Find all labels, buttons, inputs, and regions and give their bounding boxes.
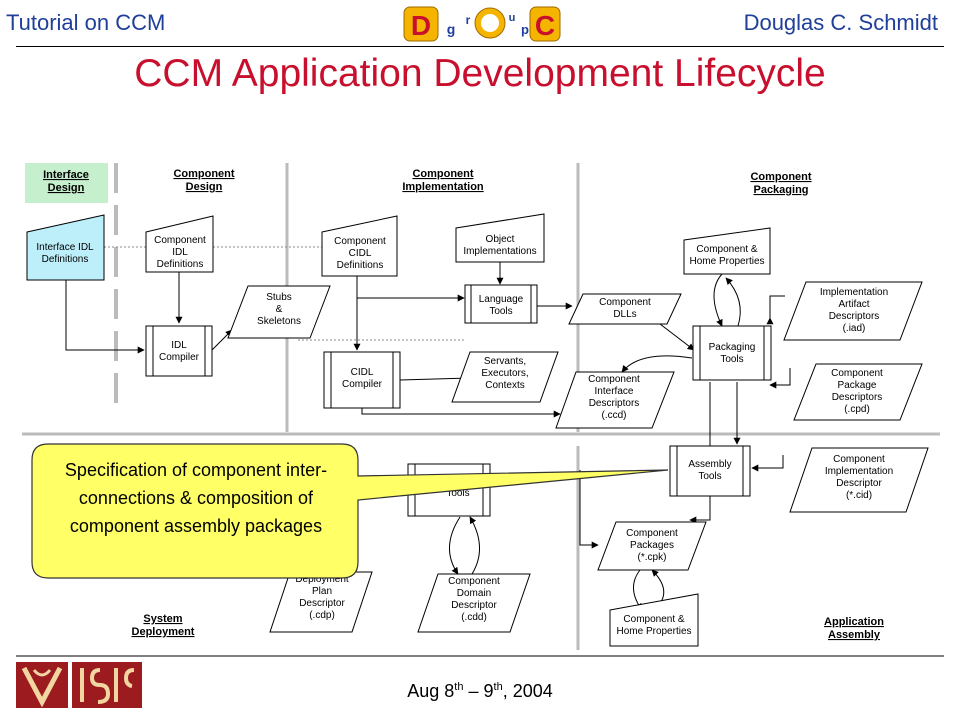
box-stubs-skeletons: Stubs&Skeletons	[227, 285, 331, 339]
svg-text:C: C	[535, 10, 555, 41]
svg-text:Component &Home Properties: Component &Home Properties	[689, 244, 764, 267]
box-comp-home-props-bottom: Component &Home Properties	[609, 593, 699, 647]
box-comp-home-props-top: Component &Home Properties	[683, 227, 771, 275]
box-servants: Servants,Executors,Contexts	[451, 351, 559, 403]
svg-text:Stubs&Skeletons: Stubs&Skeletons	[257, 292, 301, 327]
page-title: CCM Application Development Lifecycle	[134, 52, 826, 95]
svg-text:Tools: Tools	[446, 488, 469, 499]
svg-text:p: p	[521, 22, 529, 37]
isis-logo	[72, 662, 142, 708]
header-right: Douglas C. Schmidt	[743, 10, 938, 35]
date: Aug 8th – 9th, 2004	[407, 681, 553, 701]
callout-text: Specification of component inter-connect…	[64, 460, 328, 536]
svg-text:g: g	[447, 21, 456, 37]
header-left: Tutorial on CCM	[6, 10, 166, 35]
header-rule	[16, 46, 944, 47]
callout-bubble	[31, 443, 669, 579]
svg-text:D: D	[411, 10, 431, 41]
svg-text:r: r	[466, 13, 471, 27]
svg-text:Servants,Executors,Contexts: Servants,Executors,Contexts	[481, 356, 528, 391]
svg-text:u: u	[509, 12, 516, 24]
svg-text:Component &Home Properties: Component &Home Properties	[616, 614, 691, 637]
doc-group-logo: D g r u p C	[403, 6, 561, 42]
vanderbilt-logo	[16, 662, 68, 708]
